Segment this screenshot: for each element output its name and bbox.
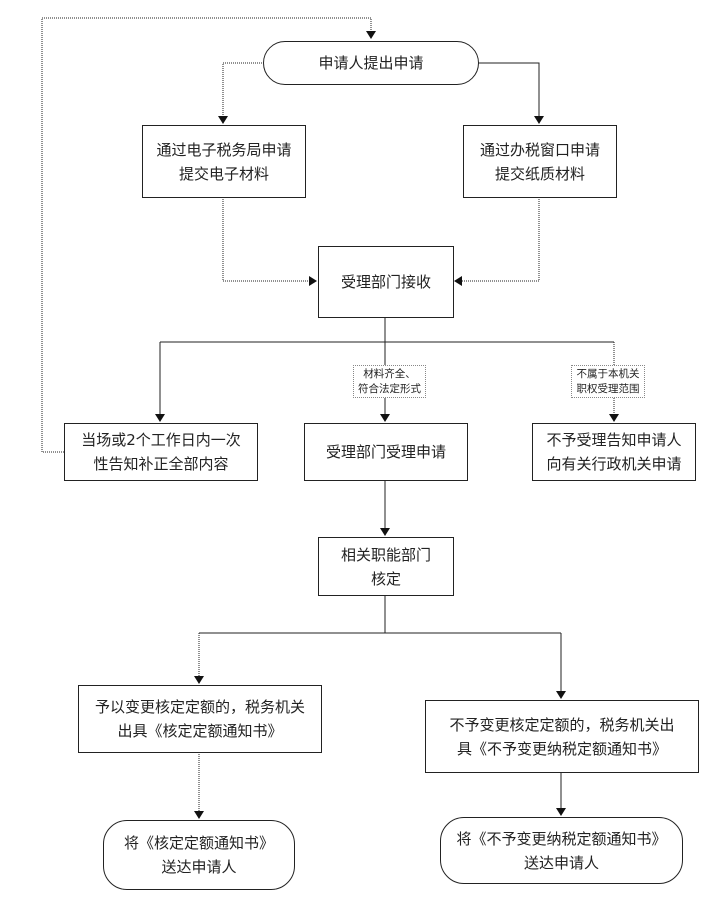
edge-label-out-of-scope: 不属于本机关 职权受理范围 bbox=[571, 365, 645, 398]
review-box: 相关职能部门 核定 bbox=[318, 537, 454, 596]
node-text: 当场或2个工作日内一次 bbox=[81, 431, 241, 449]
loop-back-arrow bbox=[41, 17, 376, 453]
nochange-box: 不予变更核定定额的，税务机关出 具《不予变更纳税定额通知书》 bbox=[425, 700, 699, 773]
node-text: 通过办税窗口申请 bbox=[479, 140, 600, 159]
node-text: 予以变更核定定额的，税务机关 bbox=[94, 698, 305, 716]
branch-receive bbox=[160, 317, 614, 343]
node-text: 受理部门接收 bbox=[340, 273, 431, 291]
node-text: 送达申请人 bbox=[161, 858, 237, 876]
label-text: 不属于本机关 bbox=[576, 367, 640, 380]
node-text: 性告知补正全部内容 bbox=[93, 455, 229, 473]
window-application-box: 通过办税窗口申请 提交纸质材料 bbox=[463, 125, 617, 198]
node-text: 通过电子税务局申请 bbox=[156, 140, 292, 159]
receive-box: 受理部门接收 bbox=[318, 246, 454, 318]
label-text: 职权受理范围 bbox=[576, 382, 640, 395]
reject-box: 不予受理告知申请人 向有关行政机关申请 bbox=[532, 423, 696, 481]
node-text: 申请人提出申请 bbox=[318, 54, 424, 72]
node-text: 向有关行政机关申请 bbox=[546, 455, 682, 473]
online-application-box: 通过电子税务局申请 提交电子材料 bbox=[142, 125, 306, 198]
node-text: 不予变更核定定额的，税务机关出 bbox=[449, 715, 675, 734]
edge-label-complete: 材料齐全、 符合法定形式 bbox=[353, 365, 426, 398]
node-text: 具《不予变更纳税定额通知书》 bbox=[456, 739, 667, 758]
arrow-window-to-receive bbox=[454, 197, 540, 286]
start-node: 申请人提出申请 bbox=[263, 41, 479, 85]
arrow-to-online bbox=[218, 62, 262, 124]
label-text: 材料齐全、 bbox=[363, 367, 416, 380]
node-text: 将《不予变更纳税定额通知书》 bbox=[456, 829, 667, 848]
deliver-rejection-node: 将《不予变更纳税定额通知书》 送达申请人 bbox=[440, 817, 683, 884]
node-text: 不予受理告知申请人 bbox=[546, 431, 682, 449]
node-text: 送达申请人 bbox=[523, 853, 599, 872]
node-text: 提交电子材料 bbox=[178, 164, 269, 183]
label-text: 符合法定形式 bbox=[358, 382, 421, 395]
node-text: 将《核定定额通知书》 bbox=[123, 834, 274, 852]
change-box: 予以变更核定定额的，税务机关 出具《核定定额通知书》 bbox=[78, 685, 322, 753]
node-text: 出具《核定定额通知书》 bbox=[117, 722, 283, 740]
arrow-to-window bbox=[478, 62, 544, 124]
arrow-online-to-receive bbox=[222, 197, 317, 286]
deliver-approval-node: 将《核定定额通知书》 送达申请人 bbox=[103, 820, 295, 890]
node-text: 相关职能部门 bbox=[340, 545, 431, 564]
accept-box: 受理部门受理申请 bbox=[304, 423, 468, 481]
node-text: 核定 bbox=[370, 569, 401, 588]
branch-review bbox=[199, 595, 561, 634]
node-text: 提交纸质材料 bbox=[494, 164, 585, 183]
supplement-box: 当场或2个工作日内一次 性告知补正全部内容 bbox=[64, 423, 258, 481]
node-text: 受理部门受理申请 bbox=[325, 443, 446, 461]
